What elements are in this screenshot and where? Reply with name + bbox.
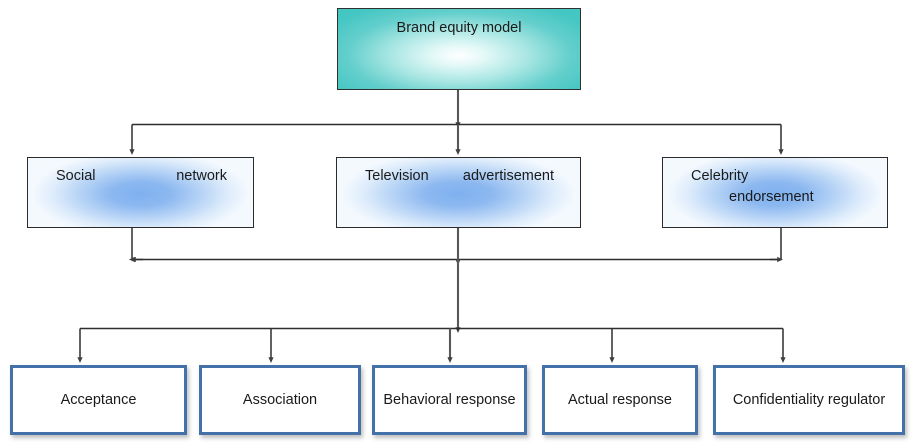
- node-label-television-advertisement: Television advertisement: [365, 168, 554, 184]
- node-label-confidentiality-regulator: Confidentiality regulator: [732, 391, 886, 408]
- celebrity-line-2: endorsement: [729, 189, 814, 205]
- node-label-acceptance: Acceptance: [60, 391, 137, 408]
- channel-bus: [129, 123, 784, 155]
- node-label-actual-response: Actual response: [568, 391, 672, 408]
- celebrity-line-1: Celebrity: [691, 168, 749, 184]
- node-behavioral-response[interactable]: Behavioral response: [372, 365, 527, 435]
- node-label-celebrity-endorsement: Celebrity endorsement: [663, 166, 887, 208]
- node-television-advertisement[interactable]: Television advertisement: [336, 157, 581, 228]
- node-label-association: Association: [242, 391, 318, 408]
- outcome-bus: [77, 327, 786, 363]
- node-label-social-network: Social network: [56, 168, 227, 184]
- node-label-root: Brand equity model: [396, 20, 522, 36]
- node-confidentiality-regulator[interactable]: Confidentiality regulator: [713, 365, 905, 435]
- node-actual-response[interactable]: Actual response: [542, 365, 698, 435]
- node-social-network[interactable]: Social network: [27, 157, 254, 228]
- connector-channels-to-outcome-bus: [129, 228, 782, 263]
- node-association[interactable]: Association: [199, 365, 361, 435]
- node-brand-equity-model[interactable]: Brand equity model: [337, 8, 581, 90]
- node-acceptance[interactable]: Acceptance: [10, 365, 187, 435]
- node-celebrity-endorsement[interactable]: Celebrity endorsement: [662, 157, 888, 228]
- node-label-behavioral-response: Behavioral response: [383, 391, 516, 408]
